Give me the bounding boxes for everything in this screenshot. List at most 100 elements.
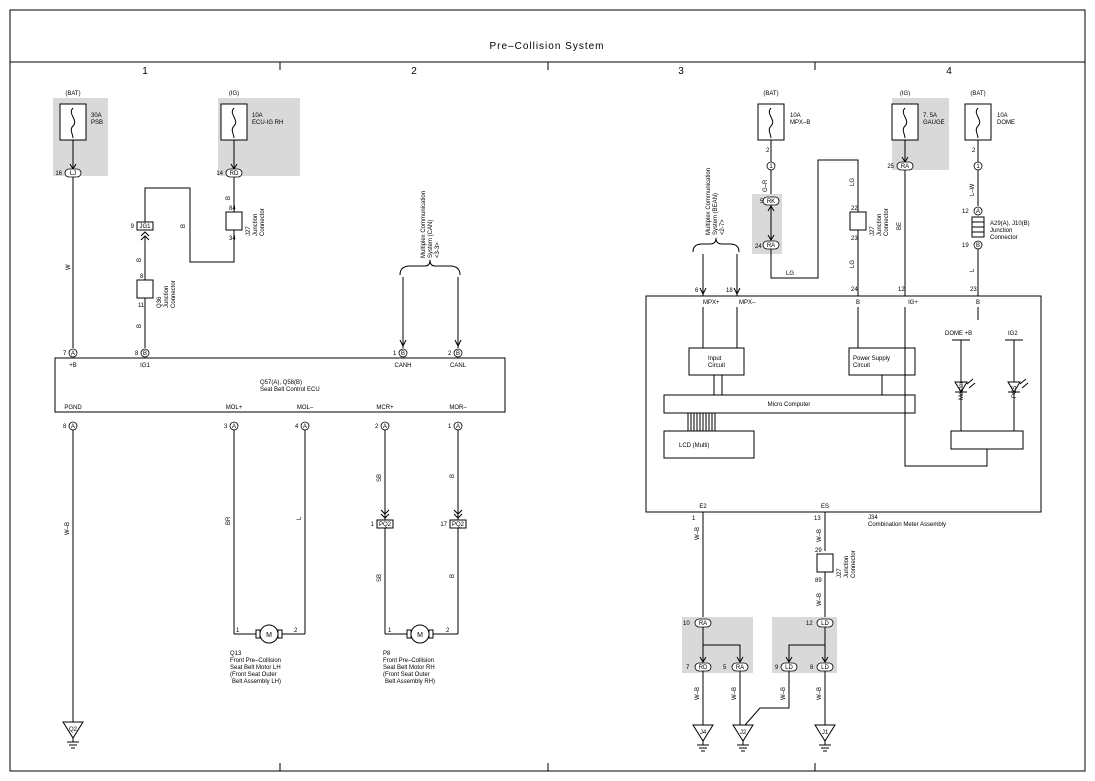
column-1: 1 <box>142 66 148 77</box>
svg-text:4: 4 <box>295 424 299 430</box>
svg-text:1: 1 <box>371 522 375 528</box>
svg-text:Junction: Junction <box>253 214 259 236</box>
svg-text:8: 8 <box>140 274 144 280</box>
svg-text:Seat Belt Motor LH: Seat Belt Motor LH <box>230 665 281 671</box>
svg-text:Connector: Connector <box>851 550 857 578</box>
column-4: 4 <box>946 66 952 77</box>
svg-text:A: A <box>71 424 75 430</box>
svg-text:B: B <box>137 324 143 328</box>
junction-j27-bottom: 29 89 J27 Junction Connector <box>815 548 857 584</box>
svg-text:IG2: IG2 <box>1008 331 1018 337</box>
svg-text:MPX–: MPX– <box>739 300 756 306</box>
svg-text:B: B <box>976 243 980 249</box>
svg-text:34: 34 <box>229 236 236 242</box>
svg-text:B: B <box>450 474 456 478</box>
svg-text:L: L <box>970 268 976 272</box>
junction-block-ra: 10 RA 7 RD 5 RA <box>682 617 753 673</box>
ground-q2: Q2 <box>62 721 84 749</box>
svg-text:Front Pre–Collision: Front Pre–Collision <box>230 658 281 664</box>
ground-j1: J1 <box>814 724 836 752</box>
svg-text:Q13: Q13 <box>230 651 242 657</box>
svg-text:Connector: Connector <box>260 208 266 236</box>
svg-text:12: 12 <box>806 621 813 627</box>
svg-text:J34: J34 <box>868 515 878 521</box>
svg-text:Connector: Connector <box>990 235 1018 241</box>
svg-text:A29(A), J10(B): A29(A), J10(B) <box>990 221 1030 227</box>
svg-text:CANL: CANL <box>450 363 467 369</box>
svg-text:PGND: PGND <box>64 405 82 411</box>
svg-text:PCS: PCS <box>1012 386 1018 398</box>
svg-text:Junction: Junction <box>877 214 883 236</box>
svg-text:(IG): (IG) <box>229 91 239 97</box>
svg-text:Junction: Junction <box>164 286 170 308</box>
svg-text:P8: P8 <box>383 651 391 657</box>
svg-text:23: 23 <box>851 236 858 242</box>
svg-text:23: 23 <box>970 287 977 293</box>
svg-text:A: A <box>303 424 307 430</box>
svg-text:DOME +B: DOME +B <box>945 331 972 337</box>
svg-text:Connector: Connector <box>171 280 177 308</box>
svg-text:<3-3>: <3-3> <box>435 242 441 258</box>
svg-text:LD: LD <box>821 621 829 627</box>
svg-text:B: B <box>401 351 405 357</box>
svg-text:24: 24 <box>755 244 762 250</box>
svg-text:W–B: W–B <box>65 522 71 535</box>
svg-text:1: 1 <box>692 516 696 522</box>
svg-text:22: 22 <box>851 206 858 212</box>
svg-text:MOL+: MOL+ <box>226 405 243 411</box>
svg-text:84: 84 <box>229 206 236 212</box>
svg-text:(BAT): (BAT) <box>65 91 80 97</box>
fuse-ecu-ig-rh: (IG) 10A ECU-IG RH RD 14 <box>216 91 300 178</box>
svg-text:18: 18 <box>726 288 733 294</box>
svg-text:RA: RA <box>901 164 909 170</box>
seat-belt-control-ecu: Q57(A), Q58(B) Seat Belt Control ECU <box>54 357 506 413</box>
svg-text:Master: Master <box>959 382 965 400</box>
svg-text:Multiplex Communication: Multiplex Communication <box>421 191 427 258</box>
column-ticks <box>279 62 816 771</box>
svg-text:30A: 30A <box>91 113 102 119</box>
svg-text:19: 19 <box>962 243 969 249</box>
svg-text:Combination Meter Assembly: Combination Meter Assembly <box>868 522 946 528</box>
svg-text:(BAT): (BAT) <box>970 91 985 97</box>
svg-text:<2-7>: <2-7> <box>720 219 726 235</box>
svg-text:Circuit: Circuit <box>708 363 725 369</box>
svg-text:12: 12 <box>898 287 905 293</box>
svg-text:J27: J27 <box>246 226 252 236</box>
svg-text:11: 11 <box>138 303 145 309</box>
svg-text:PQ2: PQ2 <box>452 522 465 528</box>
svg-text:25: 25 <box>887 164 894 170</box>
svg-text:16: 16 <box>55 171 62 177</box>
svg-text:Micro Computer: Micro Computer <box>768 402 811 408</box>
svg-text:13: 13 <box>814 516 821 522</box>
svg-text:Seat Belt Motor RH: Seat Belt Motor RH <box>383 665 435 671</box>
mpx-bean-label: Multiplex Communication System (BEAN) <2… <box>692 168 740 253</box>
svg-text:RD: RD <box>699 665 708 671</box>
svg-text:Connector: Connector <box>884 208 890 236</box>
svg-text:ECU-IG RH: ECU-IG RH <box>252 120 283 126</box>
svg-text:2: 2 <box>972 148 976 154</box>
svg-text:MPX–B: MPX–B <box>790 120 810 126</box>
junction-block-ld: 12 LD 9 LD 8 LD <box>772 617 837 673</box>
svg-text:B: B <box>181 224 187 228</box>
svg-text:LJ: LJ <box>70 171 76 177</box>
ecu-bottom-pins: PGND 8 A MOL+ 3 A MOL– 4 A MCR+ 2 A MOR–… <box>63 405 467 431</box>
svg-text:Belt Assembly LH): Belt Assembly LH) <box>232 679 281 685</box>
svg-text:B: B <box>226 196 232 200</box>
svg-text:J4: J4 <box>700 730 707 736</box>
ecu-top-pins: 7 A +B 8 B IG1 1 B CANH 2 B CANL <box>63 348 467 369</box>
svg-text:W–B: W–B <box>695 687 701 700</box>
svg-text:J27: J27 <box>837 568 843 578</box>
svg-text:M: M <box>417 632 423 639</box>
svg-text:A: A <box>232 424 236 430</box>
svg-text:JG1: JG1 <box>139 224 151 230</box>
svg-text:Junction: Junction <box>990 228 1012 234</box>
svg-text:2: 2 <box>375 424 379 430</box>
svg-text:Power Supply: Power Supply <box>853 356 890 362</box>
svg-text:9: 9 <box>131 224 135 230</box>
junction-q36: 8 11 Q36 Junction Connector <box>136 274 177 309</box>
svg-text:A: A <box>71 351 75 357</box>
svg-text:1: 1 <box>976 164 980 170</box>
diagram-title: Pre–Collision System <box>489 41 604 52</box>
column-3: 3 <box>678 66 684 77</box>
